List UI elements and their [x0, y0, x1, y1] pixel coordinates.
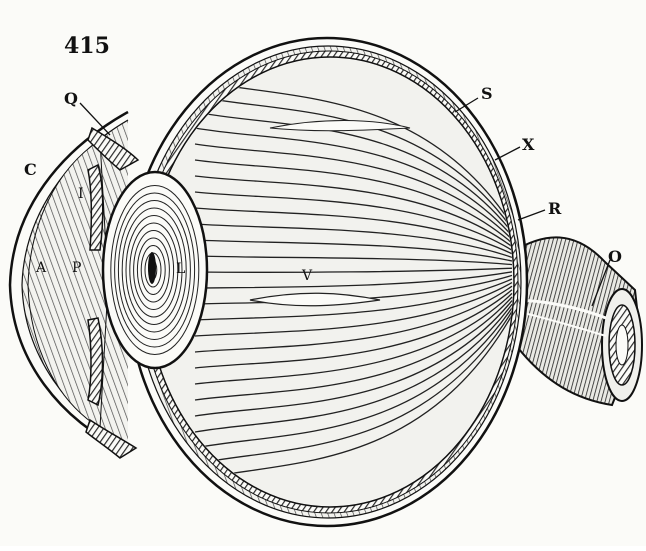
label-v: V	[301, 268, 313, 284]
optic-nerve	[512, 237, 642, 405]
label-q: Q	[64, 89, 78, 108]
label-o: O	[608, 247, 622, 266]
leader-r	[518, 210, 545, 220]
label-r: R	[548, 199, 562, 218]
label-i: I	[78, 186, 84, 202]
label-l: L	[176, 261, 185, 277]
label-x: X	[522, 135, 535, 154]
leader-x	[495, 147, 520, 160]
label-p: P	[72, 260, 81, 276]
figure-number: 415	[64, 33, 110, 59]
label-s: S	[481, 84, 493, 103]
label-c: C	[24, 160, 37, 179]
crystalline-lens	[103, 172, 207, 368]
label-a: A	[35, 260, 47, 276]
